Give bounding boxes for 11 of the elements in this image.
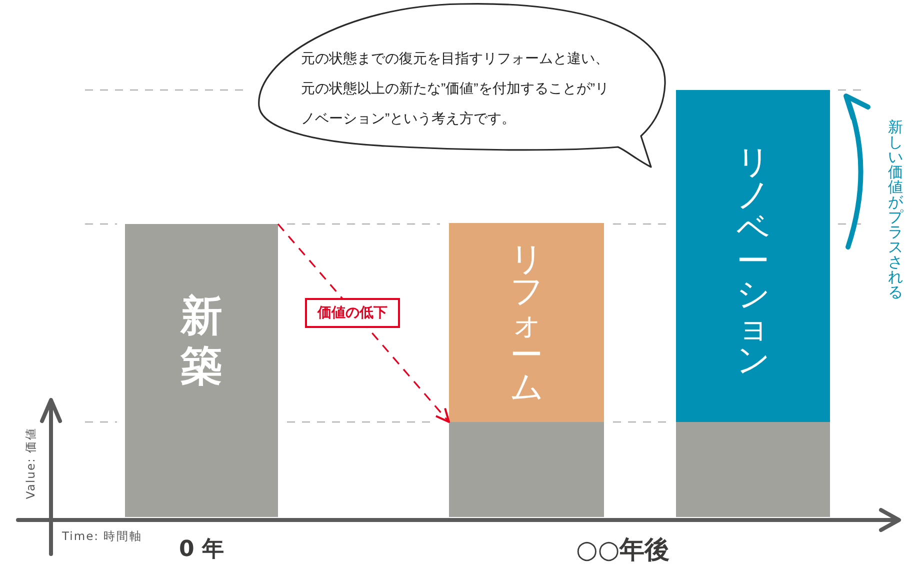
- tick-label: ○○年後: [576, 536, 670, 565]
- bar: リフォーム: [449, 223, 604, 422]
- bar: リノベーション: [676, 90, 830, 422]
- bar: [449, 422, 604, 517]
- bar: 新築: [125, 224, 278, 517]
- axis-label: Time: 時間軸: [62, 530, 143, 544]
- annotation: 新しい価値がプラスされる: [888, 120, 903, 300]
- axis-label: Value: 価値: [24, 426, 38, 500]
- bar: [676, 422, 830, 517]
- tick-label: 0 年: [179, 537, 224, 562]
- edge-label: 価値の低下: [305, 298, 400, 328]
